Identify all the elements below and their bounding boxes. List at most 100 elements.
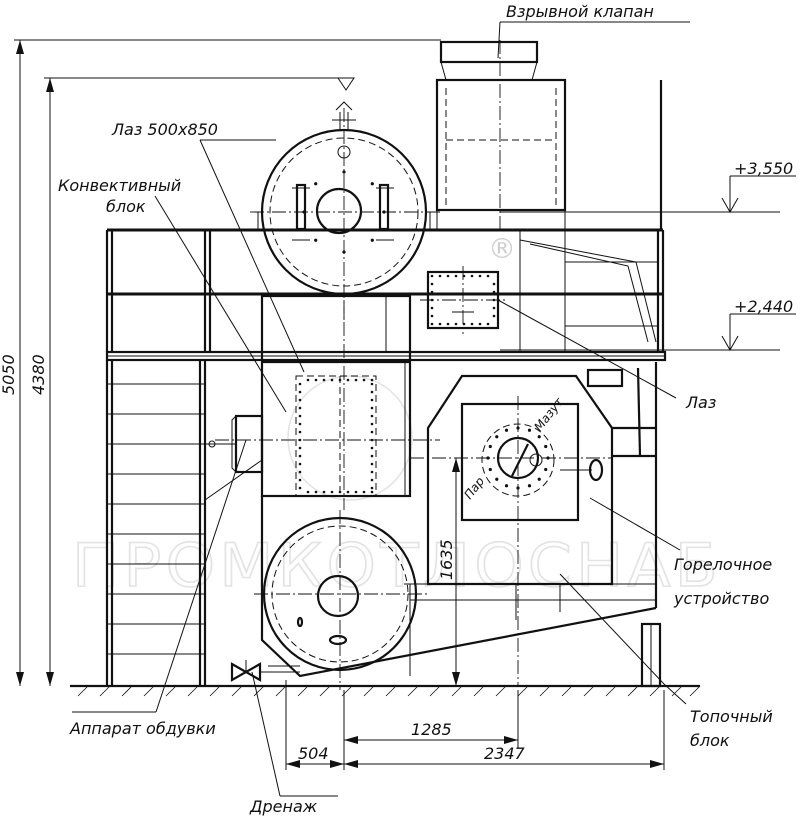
bolt-hole <box>430 298 434 302</box>
height-upper-label: 4380 <box>29 354 48 395</box>
bolt-hole <box>322 490 326 494</box>
bolt-hole <box>314 490 318 494</box>
bolt-hole <box>370 430 374 434</box>
bolt-hole <box>438 274 442 278</box>
bolt-hole <box>537 477 541 481</box>
bolt-hole <box>454 322 458 326</box>
bolt-hole <box>492 282 496 286</box>
bolt-hole <box>492 298 496 302</box>
bolt-hole <box>370 390 374 394</box>
burner-label-1: Горелочное <box>674 555 772 574</box>
bolt-hole <box>430 322 434 326</box>
bolt-hole <box>488 467 492 472</box>
bolt-hole <box>370 490 374 494</box>
bolt-hole <box>354 378 358 382</box>
bolt-hole <box>370 462 374 466</box>
convective-label-2: блок <box>106 197 146 216</box>
furnace-label-2: блок <box>690 731 730 750</box>
bolt-hole <box>527 428 532 432</box>
bolt-hole <box>306 490 310 494</box>
bolt-hole <box>486 322 490 326</box>
bolt-hole <box>298 486 302 490</box>
bolt-hole <box>346 490 350 494</box>
bolt-hole <box>492 314 496 318</box>
bolt-hole <box>470 322 474 326</box>
manhole-500-label: Лаз 500х850 <box>111 120 218 139</box>
bolt-hole <box>302 210 306 214</box>
bolt-hole <box>495 435 499 439</box>
bolt-hole <box>504 428 509 432</box>
bolt-hole <box>298 414 302 418</box>
bolt-hole <box>537 435 541 439</box>
bolt-hole <box>298 390 302 394</box>
bolt-hole <box>298 406 302 410</box>
callout-labels: Взрывной клапан Лаз 500х850 Конвективный… <box>58 2 773 816</box>
upper-drum <box>250 101 440 320</box>
level-lower-label: +2,440 <box>734 297 793 316</box>
bolt-hole <box>478 274 482 278</box>
bolt-hole <box>338 490 342 494</box>
bolt-hole <box>430 282 434 286</box>
bolt-hole <box>322 378 326 382</box>
bolt-hole <box>314 182 318 186</box>
bolt-hole <box>486 456 490 460</box>
bolt-hole <box>362 490 366 494</box>
watermark: ПРОМКОТЛОСНАБ ® <box>71 232 719 602</box>
bolt-hole <box>544 444 548 449</box>
bolt-hole <box>298 398 302 402</box>
bolt-hole <box>438 322 442 326</box>
bolt-hole <box>298 454 302 458</box>
watermark-logo-icon <box>287 375 413 501</box>
steam-label: Пар <box>461 474 487 502</box>
bolt-hole <box>495 477 499 481</box>
bolt-hole <box>314 238 318 242</box>
horizontal-dimensions: 1285 504 2347 <box>285 680 665 770</box>
bolt-hole <box>516 426 520 430</box>
bolt-hole <box>370 422 374 426</box>
bolt-hole <box>346 378 350 382</box>
bolt-hole <box>370 486 374 490</box>
bolt-hole <box>298 446 302 450</box>
bolt-hole <box>298 462 302 466</box>
manhole-label: Лаз <box>685 393 716 412</box>
bolt-hole <box>430 274 434 278</box>
bolt-hole <box>370 438 374 442</box>
furnace-block <box>260 362 662 688</box>
bolt-hole <box>314 378 318 382</box>
bolt-hole <box>504 484 509 488</box>
bolt-hole <box>470 274 474 278</box>
explosion-valve <box>435 40 567 230</box>
bolt-hole <box>370 182 374 186</box>
bolt-hole <box>546 456 550 460</box>
bolt-hole <box>306 378 310 382</box>
bolt-hole <box>382 210 386 214</box>
furnace-label-1: Топочный <box>690 707 773 726</box>
bolt-hole <box>370 478 374 482</box>
bolt-hole <box>370 406 374 410</box>
convective-label-1: Конвективный <box>58 176 181 195</box>
bolt-hole <box>330 378 334 382</box>
vertical-dimensions: 5050 4380 <box>0 39 441 686</box>
bolt-hole <box>446 322 450 326</box>
bolt-hole <box>298 470 302 474</box>
bolt-hole <box>298 382 302 386</box>
service-platform <box>105 228 667 362</box>
registered-mark: ® <box>488 232 516 265</box>
dim-1285-label: 1285 <box>411 720 452 739</box>
burner-height-dimension: 1635 <box>437 458 460 686</box>
bolt-hole <box>454 274 458 278</box>
height-total-label: 5050 <box>0 354 18 395</box>
dim-504-label: 504 <box>298 744 329 763</box>
bolt-hole <box>370 238 374 242</box>
bolt-hole <box>298 422 302 426</box>
bolt-hole <box>446 274 450 278</box>
bolt-hole <box>354 490 358 494</box>
bolt-hole <box>298 478 302 482</box>
bolt-hole <box>362 378 366 382</box>
level-upper-label: +3,550 <box>734 159 793 178</box>
bolt-hole <box>478 322 482 326</box>
bolt-hole <box>492 306 496 310</box>
drain-label: Дренаж <box>249 797 318 816</box>
